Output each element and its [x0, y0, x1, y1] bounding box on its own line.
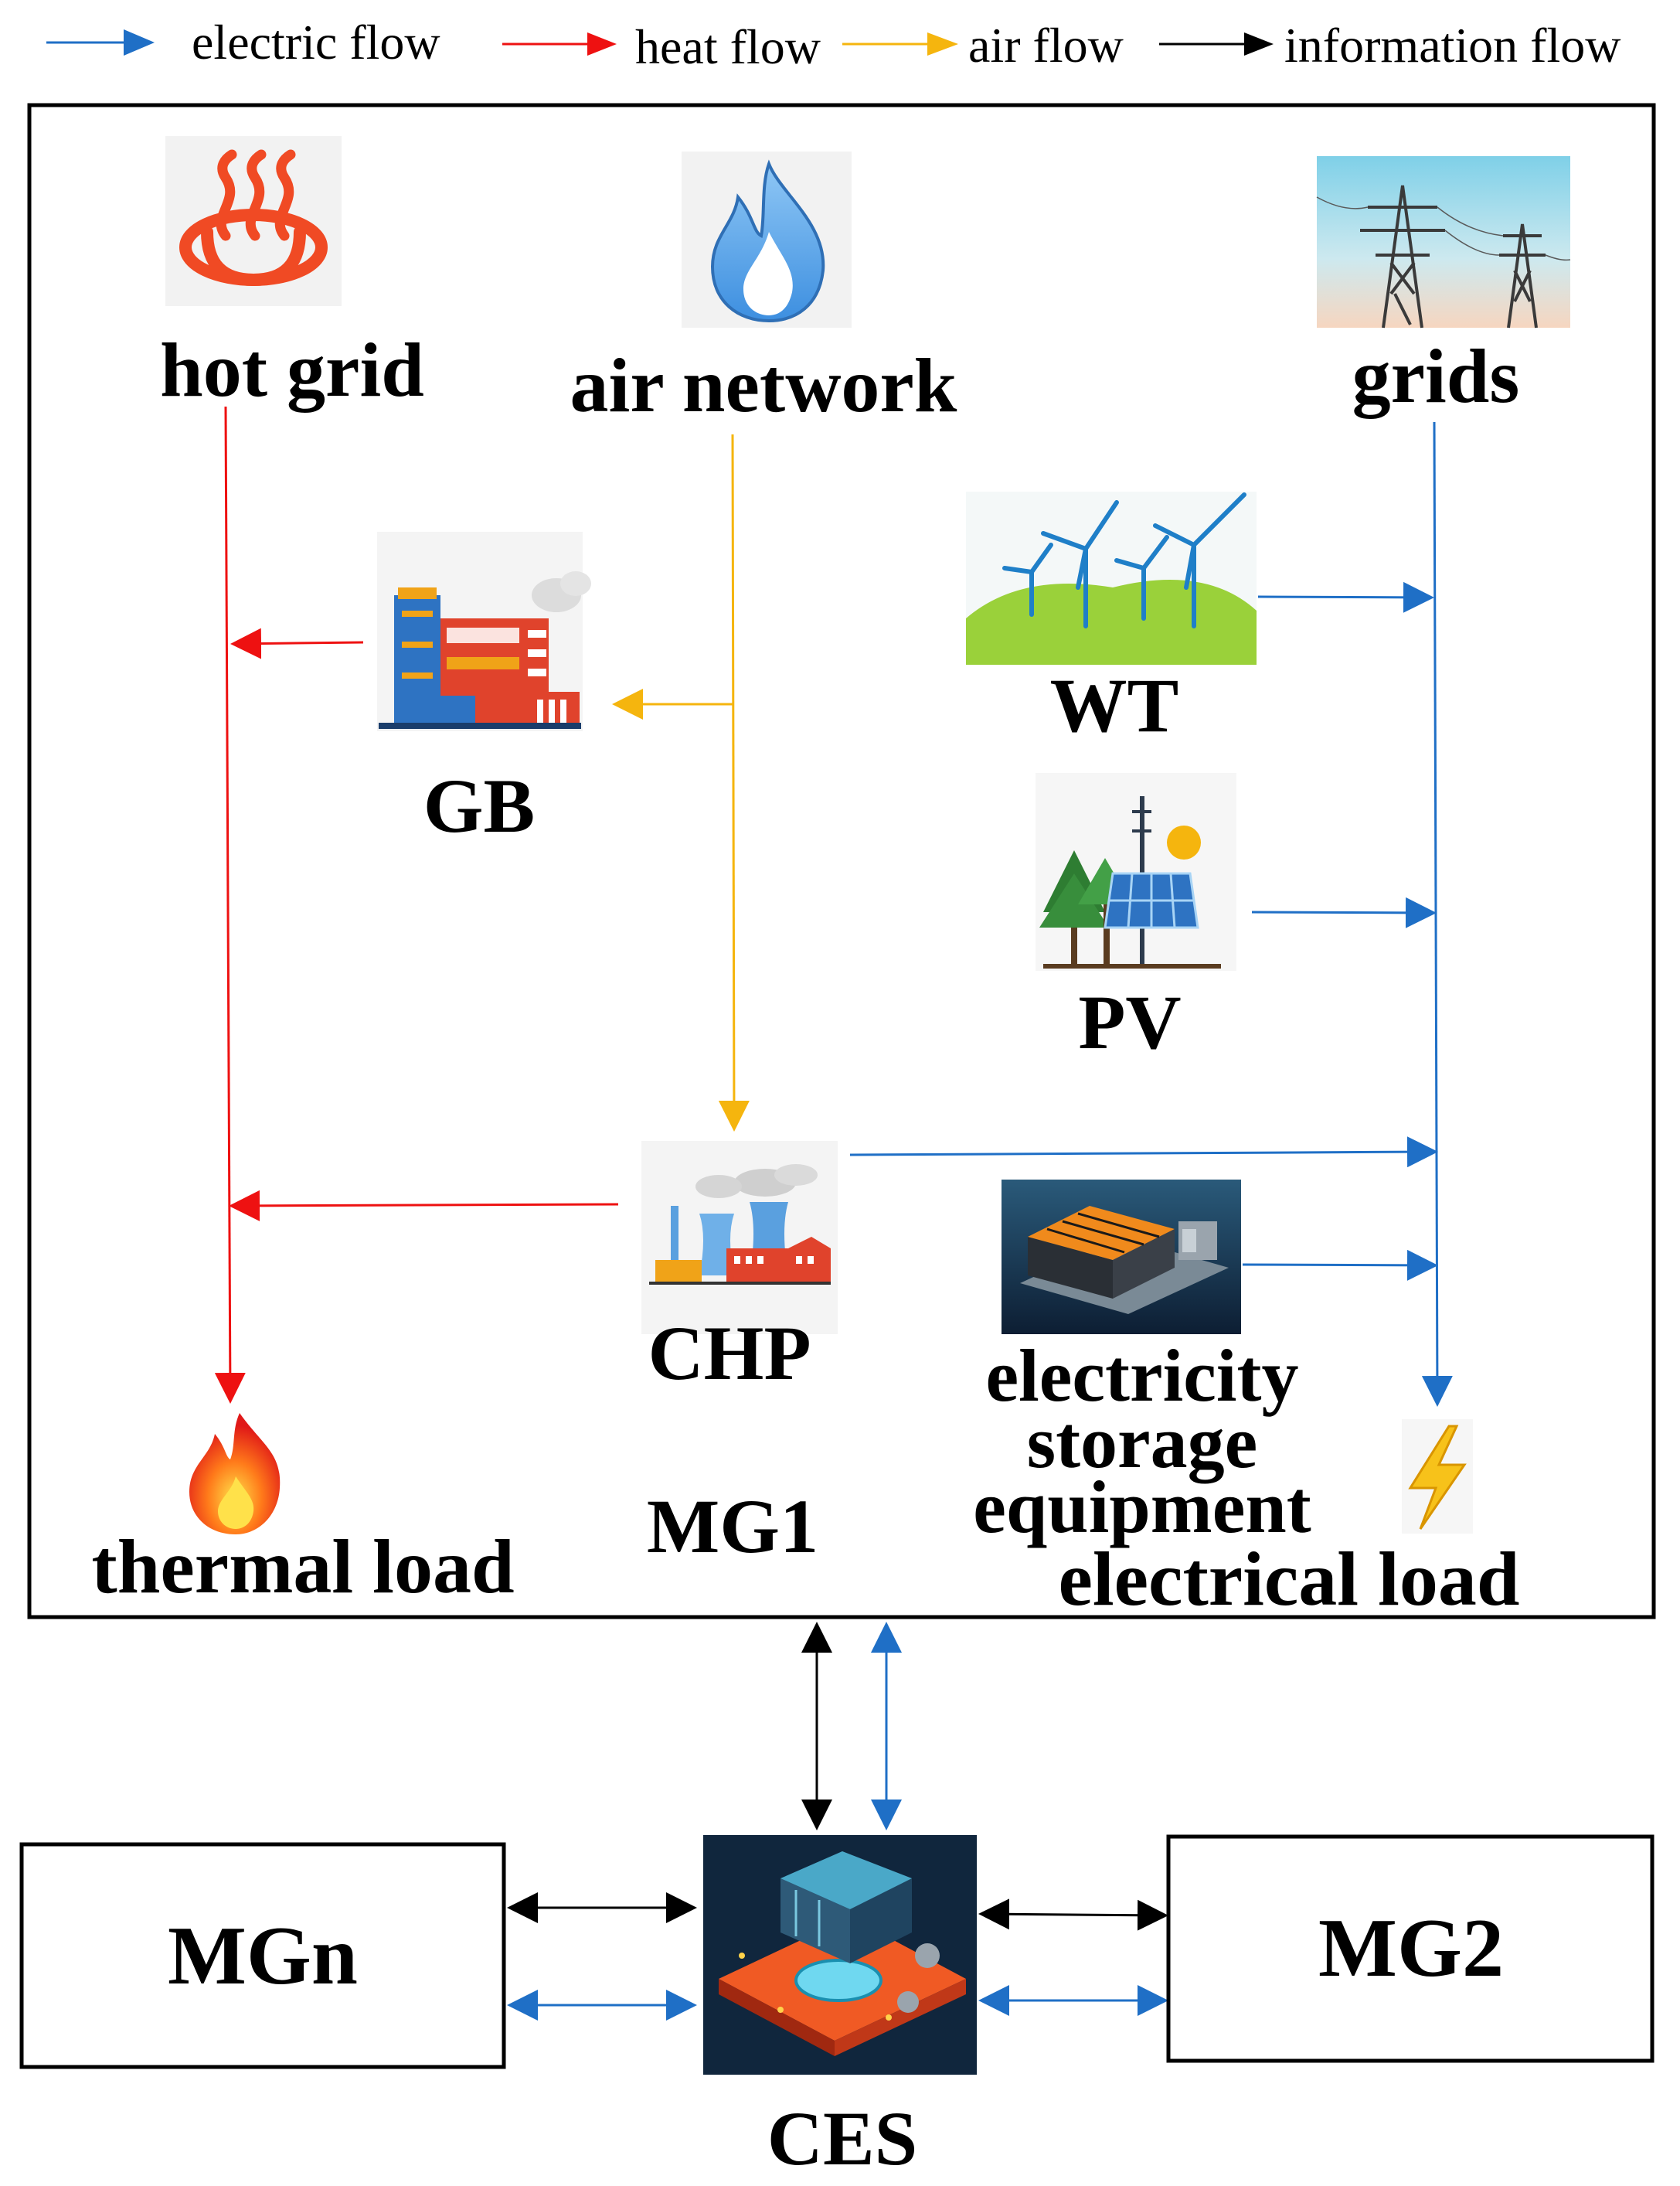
transmission-tower-icon	[1316, 156, 1571, 329]
hot-grid-label: hot grid	[160, 327, 424, 413]
power-plant-icon	[641, 1141, 838, 1334]
air-network-label: air network	[570, 342, 957, 428]
storage-label-line2: storage	[1027, 1401, 1258, 1483]
mg1-boundary	[27, 103, 1656, 1619]
legend-air-label: air flow	[968, 18, 1124, 73]
legend-heat: heat flow	[502, 19, 821, 74]
thermal-load-label: thermal load	[91, 1524, 514, 1609]
chp-label: CHP	[648, 1310, 811, 1396]
electric-flow-pv	[1251, 897, 1437, 928]
mgn-label: MGn	[168, 1910, 358, 2002]
gas-flame-icon	[682, 152, 852, 328]
legend-electric-label: electric flow	[192, 15, 440, 70]
mg2-label: MG2	[1318, 1902, 1504, 1994]
electrical-load-label: electrical load	[1059, 1536, 1520, 1622]
legend: electric flow heat flow air flow informa…	[46, 15, 1620, 74]
ces-label: CES	[767, 2096, 918, 2181]
heat-flow-gb	[230, 628, 364, 659]
pv-label: PV	[1078, 979, 1181, 1065]
legend-information-label: information flow	[1284, 18, 1620, 73]
gb-label: GB	[423, 763, 535, 849]
info-flow-ces-mg2	[978, 1898, 1168, 1931]
wt-label: WT	[1050, 662, 1179, 748]
mgn-box	[19, 1842, 506, 2069]
steam-heat-icon	[165, 136, 342, 306]
storage-label-line3: equipment	[973, 1466, 1311, 1548]
legend-electric-arrowhead	[124, 29, 155, 56]
battery-storage-icon	[1002, 1180, 1241, 1334]
grids-label: grids	[1352, 333, 1520, 419]
legend-information-arrowhead	[1244, 32, 1274, 56]
mg1-label: MG1	[647, 1483, 818, 1569]
gas-boiler-factory-icon	[377, 532, 591, 731]
lightning-icon	[1402, 1419, 1473, 1534]
electric-flow-wt	[1257, 581, 1434, 613]
energy-station-icon	[703, 1835, 977, 2075]
air-flow-to-chp	[718, 434, 750, 1132]
fire-icon	[189, 1413, 281, 1534]
legend-air-arrowhead	[927, 32, 958, 56]
electric-flow-grids-to-load	[1421, 421, 1453, 1407]
mg2-box	[1166, 1834, 1654, 2063]
legend-heat-label: heat flow	[635, 19, 821, 74]
storage-label-line1: electricity	[986, 1334, 1299, 1417]
electric-flow-chp	[849, 1136, 1438, 1168]
legend-information: information flow	[1159, 18, 1620, 73]
heat-flow-hotgrid-to-thermal-load	[214, 406, 246, 1404]
solar-panel-icon	[1036, 773, 1236, 971]
legend-air: air flow	[842, 18, 1124, 73]
wind-turbine-icon	[966, 492, 1257, 665]
legend-electric: electric flow	[46, 15, 440, 70]
legend-heat-arrowhead	[587, 32, 617, 56]
heat-flow-chp	[229, 1190, 619, 1221]
